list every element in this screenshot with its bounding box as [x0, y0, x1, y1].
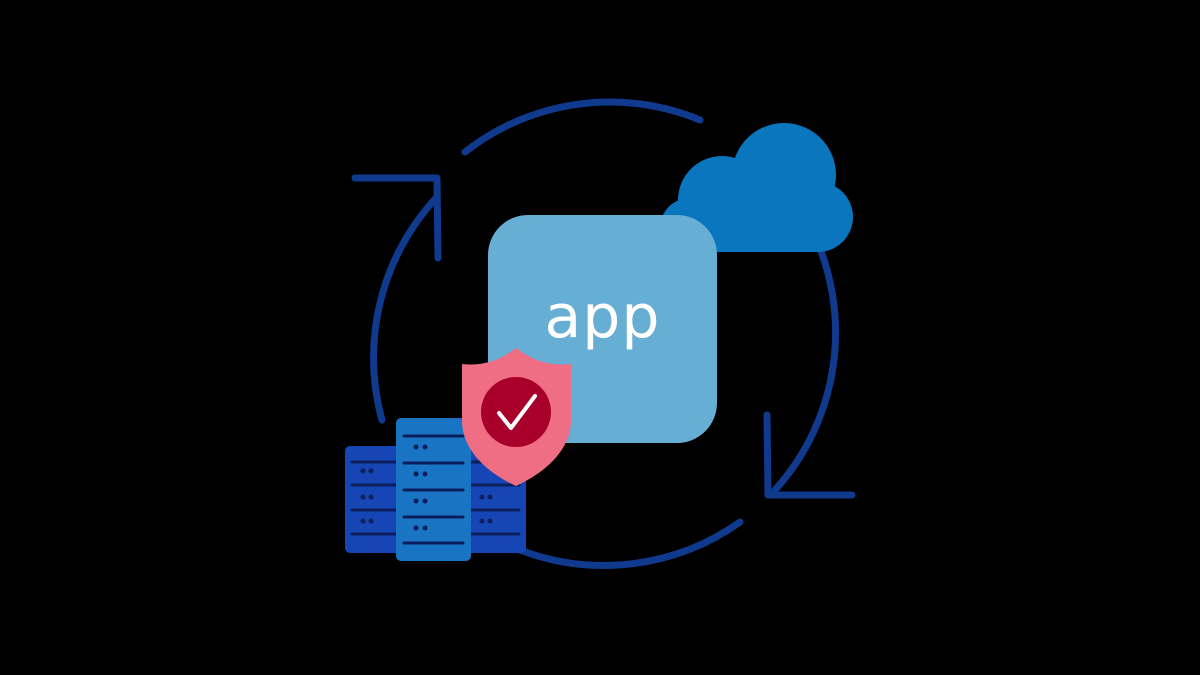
- cycle-arrow-bottom-right: [763, 411, 856, 499]
- check-mark-icon: [497, 394, 537, 430]
- cycle-arc-left: [370, 193, 441, 424]
- app-label: app: [544, 282, 661, 352]
- server-rack-left: [345, 446, 407, 553]
- app-tile-icon: app: [488, 215, 717, 443]
- cycle-arc-right: [771, 226, 840, 494]
- cycle-arc-bottom: [516, 518, 744, 569]
- server-rack-middle: [396, 418, 471, 561]
- shield-inner-circle: [481, 377, 551, 447]
- cycle-arc-top: [461, 98, 704, 156]
- cycle-strokes: [351, 98, 856, 569]
- cycle-arrow-top-left: [351, 174, 442, 262]
